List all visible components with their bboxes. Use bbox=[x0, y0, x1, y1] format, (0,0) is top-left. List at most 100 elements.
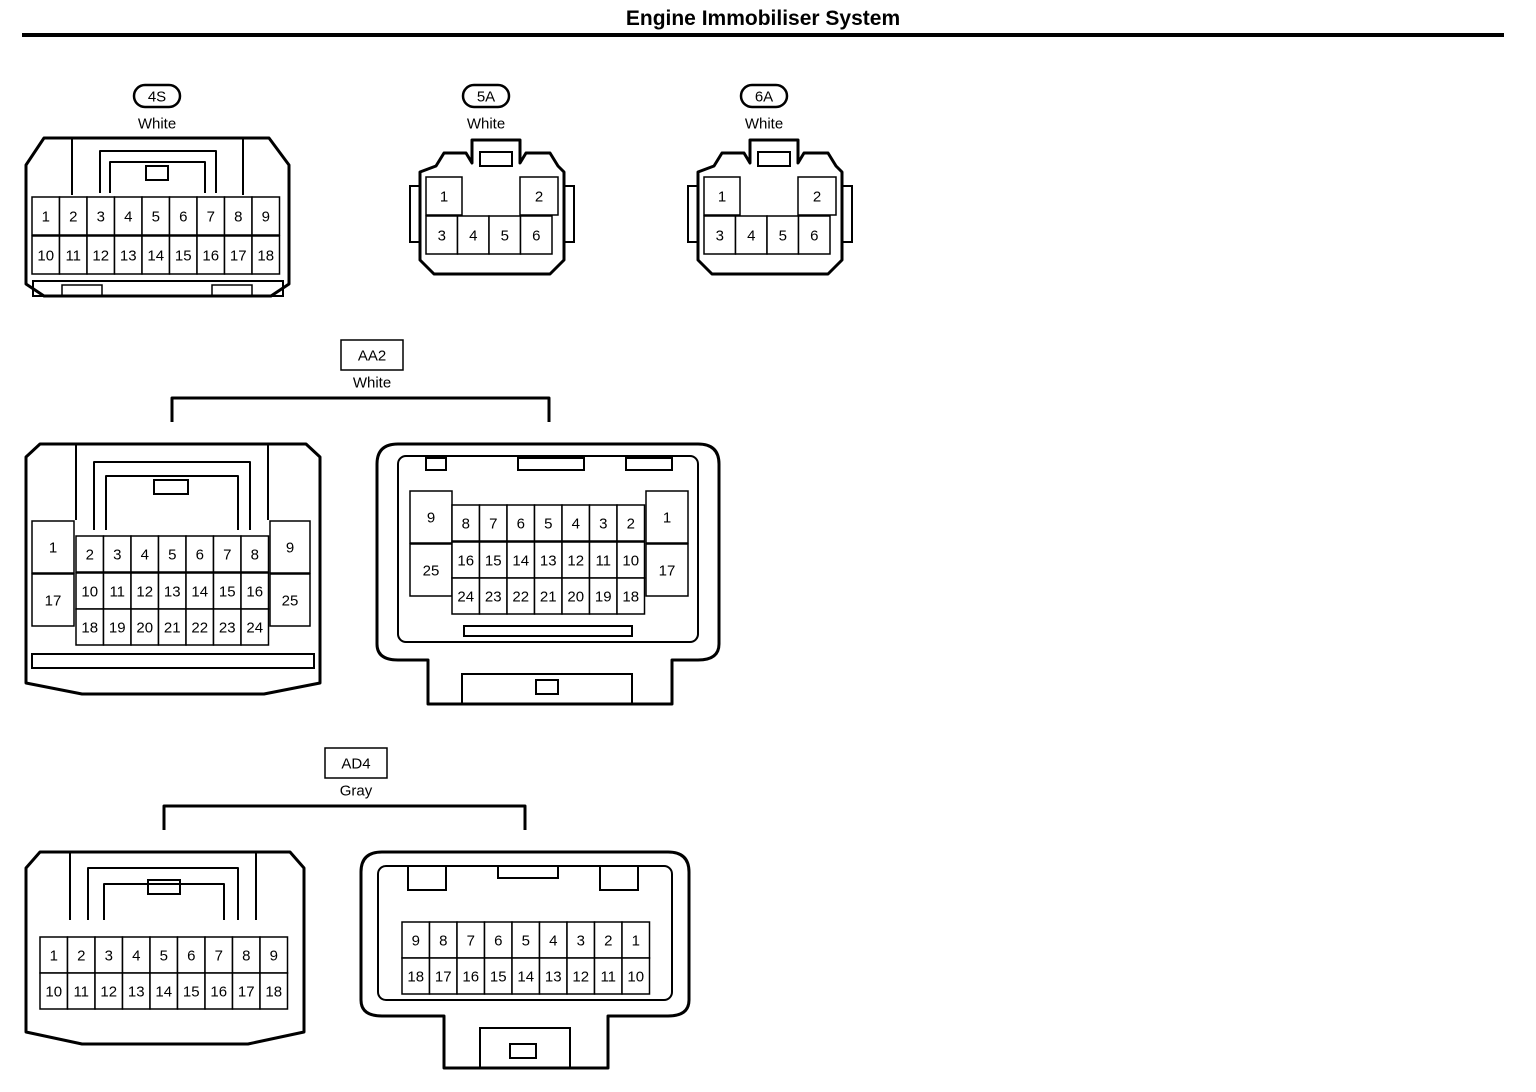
pin-number: 1 bbox=[632, 933, 640, 950]
pin-number: 14 bbox=[512, 553, 529, 570]
pin-cell bbox=[176, 972, 206, 1010]
pin-cell bbox=[483, 957, 513, 995]
pin-number: 8 bbox=[251, 547, 259, 564]
pin-cell bbox=[102, 608, 132, 646]
bottom-key bbox=[211, 284, 253, 297]
pin-number: 6 bbox=[187, 948, 195, 965]
pin-number: 5 bbox=[152, 209, 160, 226]
pin-cell bbox=[766, 215, 800, 255]
pin-cell bbox=[185, 608, 215, 646]
pin-cell bbox=[58, 235, 88, 275]
pin-number: 18 bbox=[622, 589, 639, 606]
connector-ad4-female-housing bbox=[359, 850, 691, 1070]
pin-number: 10 bbox=[37, 248, 54, 265]
pin-cell bbox=[456, 957, 486, 995]
pin-number: 5 bbox=[160, 948, 168, 965]
pin-cell bbox=[231, 936, 261, 974]
connector-id-badge bbox=[739, 83, 789, 109]
connector-aa2-male-housing bbox=[24, 442, 322, 696]
connector-id: 5A bbox=[477, 89, 495, 106]
lock-tab bbox=[535, 679, 559, 695]
pin-cell bbox=[94, 936, 124, 974]
pin-number: 2 bbox=[627, 516, 635, 533]
pin-cell bbox=[621, 921, 651, 959]
view-bracket bbox=[162, 804, 527, 830]
pin-number: 16 bbox=[210, 984, 227, 1001]
connector-housing bbox=[418, 138, 566, 276]
pin-cell bbox=[185, 535, 215, 573]
pin-number: 9 bbox=[427, 510, 435, 527]
connector-color: White bbox=[745, 116, 783, 133]
pin-number: 20 bbox=[136, 620, 153, 637]
pin-cell bbox=[31, 196, 61, 236]
connector-color: Gray bbox=[340, 783, 373, 800]
pin-number: 17 bbox=[435, 969, 452, 986]
pin-cell bbox=[616, 541, 646, 579]
pin-number: 6 bbox=[494, 933, 502, 950]
pin-cell bbox=[121, 972, 151, 1010]
pin-cell bbox=[141, 235, 171, 275]
pin-number: 13 bbox=[120, 248, 137, 265]
pin-number: 15 bbox=[175, 248, 192, 265]
pin-number: 14 bbox=[517, 969, 534, 986]
pin-number: 3 bbox=[438, 228, 446, 245]
pin-number: 11 bbox=[595, 553, 611, 570]
pin-cell bbox=[240, 572, 270, 610]
pin-number: 18 bbox=[407, 969, 424, 986]
lock-tab bbox=[509, 1043, 537, 1059]
pin-number: 3 bbox=[716, 228, 724, 245]
pin-number: 24 bbox=[246, 620, 263, 637]
pin-number: 10 bbox=[45, 984, 62, 1001]
latch-tab bbox=[145, 165, 169, 181]
pin-cell bbox=[86, 235, 116, 275]
pin-cell bbox=[616, 504, 646, 542]
bottom-lock bbox=[461, 673, 633, 705]
pin-number: 25 bbox=[423, 563, 440, 580]
pin-number: 3 bbox=[97, 209, 105, 226]
pin-cell bbox=[797, 176, 837, 216]
pin-cell bbox=[703, 176, 741, 216]
pin-cell bbox=[204, 936, 234, 974]
pin-number: 15 bbox=[490, 969, 507, 986]
pin-number: 24 bbox=[457, 589, 474, 606]
pin-cell bbox=[511, 957, 541, 995]
pin-number: 6 bbox=[196, 547, 204, 564]
connector-id-badge bbox=[132, 83, 182, 109]
key-slot bbox=[425, 457, 447, 471]
pin-number: 3 bbox=[577, 933, 585, 950]
pin-cell bbox=[204, 972, 234, 1010]
pin-number: 4 bbox=[124, 209, 132, 226]
pin-number: 13 bbox=[164, 584, 181, 601]
pin-number: 1 bbox=[663, 510, 671, 527]
bottom-rib bbox=[32, 280, 284, 297]
pin-cell bbox=[703, 215, 737, 255]
connector-color: White bbox=[467, 116, 505, 133]
pin-number: 7 bbox=[223, 547, 231, 564]
key-slot bbox=[497, 865, 559, 879]
pin-number: 11 bbox=[73, 984, 89, 1001]
pin-cell bbox=[102, 535, 132, 573]
pin-number: 17 bbox=[230, 248, 247, 265]
pin-cell bbox=[456, 921, 486, 959]
pin-number: 7 bbox=[489, 516, 497, 533]
pin-number: 18 bbox=[81, 620, 98, 637]
title-rule bbox=[22, 33, 1504, 37]
pin-cell bbox=[409, 543, 453, 597]
pin-cell bbox=[409, 490, 453, 544]
pin-number: 10 bbox=[627, 969, 644, 986]
pin-cell bbox=[269, 520, 311, 574]
pin-number: 6 bbox=[179, 209, 187, 226]
pin-cell bbox=[31, 235, 61, 275]
pin-number: 8 bbox=[439, 933, 447, 950]
pin-number: 17 bbox=[45, 593, 62, 610]
pin-number: 2 bbox=[69, 209, 77, 226]
pin-number: 3 bbox=[113, 547, 121, 564]
bottom-rib bbox=[31, 653, 315, 669]
pin-number: 19 bbox=[109, 620, 126, 637]
key-slot bbox=[517, 457, 585, 471]
pin-number: 16 bbox=[202, 248, 219, 265]
pin-number: 5 bbox=[544, 516, 552, 533]
pin-cell bbox=[593, 921, 623, 959]
pin-number: 12 bbox=[92, 248, 109, 265]
connector-id: AA2 bbox=[358, 348, 386, 365]
